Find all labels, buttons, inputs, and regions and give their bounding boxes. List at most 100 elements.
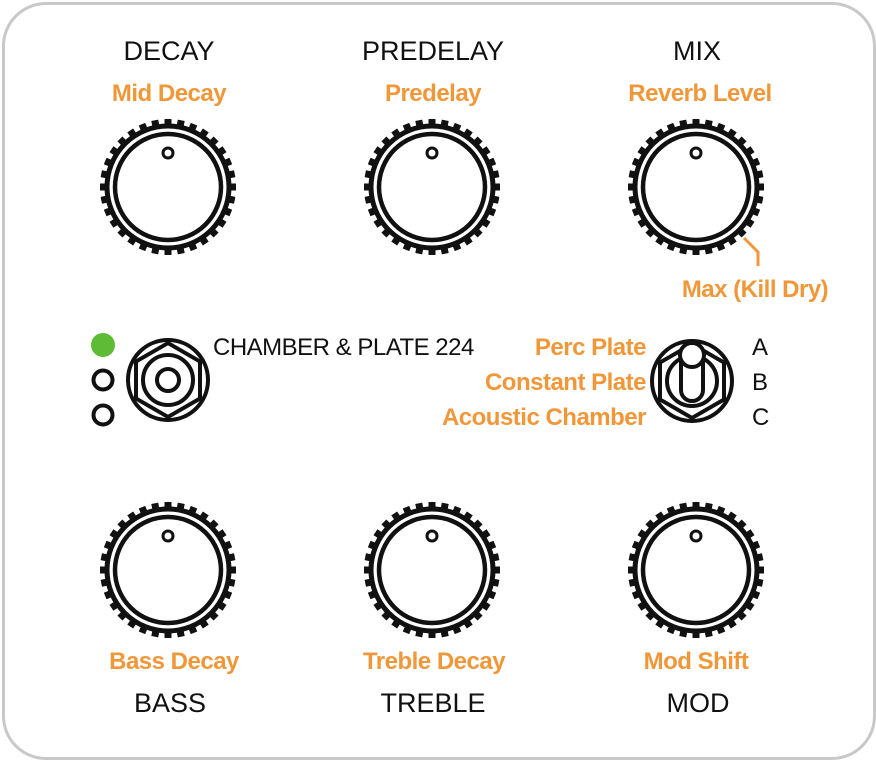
footswitch-bypass[interactable] <box>126 338 210 422</box>
knob-decay[interactable] <box>100 119 236 255</box>
knob-tooth <box>743 529 755 540</box>
knob-mix[interactable] <box>628 119 764 255</box>
toggle-b-label: Constant Plate <box>484 369 647 396</box>
knob-tooth <box>222 206 233 217</box>
knob-mix-max-annotation: Max (Kill Dry) <box>681 276 829 303</box>
knob-tooth <box>381 136 393 148</box>
knob-tooth <box>207 136 219 148</box>
knob-tooth <box>440 502 449 512</box>
knob-mix-function: Reverb Level <box>628 80 772 107</box>
knob-tooth <box>628 578 638 587</box>
knob-tooth <box>451 505 462 516</box>
knob-tooth <box>750 206 761 217</box>
knob-tooth <box>750 589 761 600</box>
knob-mod-name: MOD <box>666 688 730 718</box>
knob-tooth <box>222 540 233 551</box>
knob-tooth <box>103 157 114 168</box>
knob-tooth <box>692 247 700 255</box>
knob-indicator-dot <box>689 146 703 160</box>
knob-tooth <box>428 630 436 638</box>
knob-tooth <box>628 170 638 179</box>
knob-tooth <box>222 157 233 168</box>
knob-tooth <box>743 146 755 157</box>
knob-bass[interactable] <box>100 502 236 638</box>
knob-tooth <box>138 241 149 252</box>
knob-tooth <box>164 630 172 638</box>
knob-tooth <box>226 578 236 587</box>
knob-tooth <box>479 146 491 157</box>
knob-tooth <box>486 157 497 168</box>
knob-tooth <box>492 566 500 574</box>
knob-tooth <box>715 122 726 133</box>
knob-tooth <box>100 183 108 191</box>
knob-tooth <box>655 234 666 246</box>
knob-tooth <box>726 511 737 523</box>
knob-tooth <box>631 589 642 600</box>
knob-tooth <box>100 170 110 179</box>
knob-decay-name: DECAY <box>123 36 215 66</box>
knob-treble[interactable] <box>364 502 500 638</box>
knob-tooth <box>645 136 657 148</box>
knob-tooth <box>215 217 227 228</box>
knob-tooth <box>628 183 636 191</box>
knob-tooth <box>479 217 491 228</box>
footswitch-button <box>155 367 181 393</box>
toggle-a-label: Perc Plate <box>534 334 647 361</box>
knob-tooth <box>471 609 483 621</box>
knob-tooth <box>198 234 209 246</box>
knob-tooth <box>666 505 677 516</box>
knob-tooth <box>666 624 677 635</box>
knob-tooth <box>692 502 700 510</box>
knob-tooth <box>391 617 402 629</box>
knob-tooth <box>391 128 402 140</box>
toggle-switch[interactable] <box>650 339 734 423</box>
knob-tooth <box>715 624 726 635</box>
knob-tooth <box>117 519 129 531</box>
knob-tooth <box>735 226 747 238</box>
knob-tooth <box>692 119 700 127</box>
knob-tooth <box>628 553 638 562</box>
toggle-a-key: A <box>752 334 769 361</box>
knob-tooth <box>100 566 108 574</box>
knob-tooth <box>490 553 500 562</box>
knob-tooth <box>440 245 449 255</box>
knob-tooth <box>127 511 138 523</box>
footswitch-hex-nut <box>134 340 202 420</box>
knob-tooth <box>109 600 121 611</box>
knob-tooth <box>428 247 436 255</box>
knob-tooth <box>117 136 129 148</box>
knob-tooth <box>428 119 436 127</box>
knob-tooth <box>198 128 209 140</box>
knob-tooth <box>364 578 374 587</box>
knob-tooth <box>207 519 219 531</box>
knob-tooth <box>704 628 713 638</box>
knob-tooth <box>164 119 172 127</box>
toggle-b-key: B <box>752 369 769 396</box>
knob-tooth <box>726 617 737 629</box>
knob-tooth <box>754 578 764 587</box>
knob-mod[interactable] <box>628 502 764 638</box>
knob-tooth <box>187 624 198 635</box>
knob-tooth <box>367 589 378 600</box>
knob-tooth <box>215 529 227 540</box>
knob-tooth <box>715 241 726 252</box>
knob-tooth <box>492 183 500 191</box>
knob-predelay[interactable] <box>364 119 500 255</box>
knob-tooth <box>726 128 737 140</box>
knob-tooth <box>117 226 129 238</box>
knob-tooth <box>655 128 666 140</box>
knob-tooth <box>391 234 402 246</box>
knob-tooth <box>187 241 198 252</box>
knob-tooth <box>138 122 149 133</box>
toggle-lever-tip <box>678 341 706 369</box>
knob-tooth <box>151 119 160 129</box>
knob-indicator-dot <box>689 529 703 543</box>
knob-tooth <box>402 624 413 635</box>
footswitch-outer-ring <box>126 338 210 422</box>
knob-tooth <box>631 157 642 168</box>
knob-tooth <box>100 553 110 562</box>
knob-tooth <box>127 617 138 629</box>
knob-tooth <box>735 136 747 148</box>
knob-tooth <box>471 136 483 148</box>
knob-predelay-function: Predelay <box>384 80 482 107</box>
